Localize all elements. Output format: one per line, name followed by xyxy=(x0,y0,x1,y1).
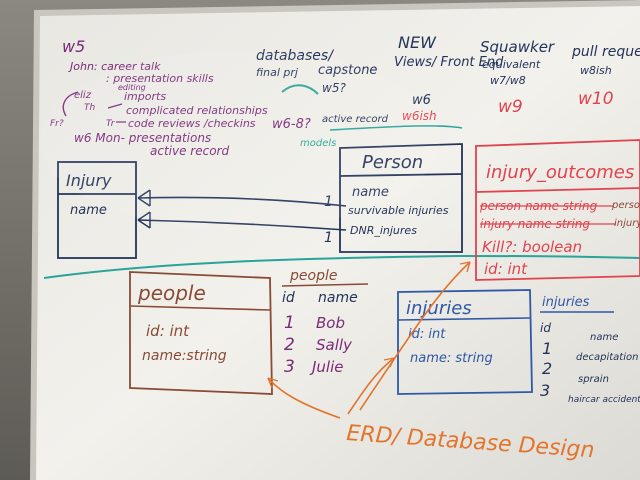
schedule-week: active record xyxy=(322,114,389,125)
notes-line: imports xyxy=(124,90,166,103)
person-box-field: survivable injuries xyxy=(348,204,449,217)
section-divider xyxy=(43,254,640,279)
people-table-cell: Sally xyxy=(316,336,353,354)
injury-outcomes-field: id: int xyxy=(484,260,528,278)
schedule-sub: final prj xyxy=(256,66,299,79)
injuries-table-cell: 1 xyxy=(542,339,552,358)
injuries-table: injuries id name 1 decapitation 2 sprain… xyxy=(540,295,640,405)
people-table-cell: 2 xyxy=(284,335,295,355)
schedule-title: Squawker xyxy=(480,38,555,56)
schedule-sub: Views/ Front End xyxy=(394,55,504,70)
injury-outcomes-overflow: injury xyxy=(614,218,640,229)
schedule-week: w6 xyxy=(412,93,431,108)
people-erd-box: people id: int name:string xyxy=(129,271,273,395)
relation-lines: 1 1 xyxy=(137,189,347,246)
injury-box-title: Injury xyxy=(66,171,112,190)
people-erd-field: id: int xyxy=(146,322,190,340)
schedule-week: w7/w8 xyxy=(490,74,526,87)
injuries-table-cell: haircar accident xyxy=(568,395,640,405)
notes-line: John: career talk xyxy=(68,60,161,73)
people-table-cell: Julie xyxy=(309,358,344,376)
injuries-table-title: injuries xyxy=(542,295,590,310)
injuries-erd-field: name: string xyxy=(410,351,493,366)
people-table-cell: Bob xyxy=(316,314,345,332)
injuries-table-header: id xyxy=(540,321,551,335)
injuries-table-cell: sprain xyxy=(578,374,609,385)
notes-line: code reviews /checkins xyxy=(128,117,256,130)
injury-outcomes-field: Kill?: boolean xyxy=(482,238,582,256)
person-box-field: name xyxy=(352,185,389,200)
injuries-erd-box: injuries id: int name: string xyxy=(397,289,533,395)
notes-line: : presentation skills xyxy=(106,72,214,85)
whiteboard xyxy=(36,6,640,480)
people-erd-field: name:string xyxy=(142,348,227,364)
notes-line: complicated relationships xyxy=(126,104,268,117)
injuries-table-cell: decapitation xyxy=(576,352,638,363)
people-table-title: people xyxy=(289,268,337,284)
injury-model-box: Injury name xyxy=(57,161,137,259)
relation-one-label: 1 xyxy=(324,230,333,246)
notes-w6-line: w6 Mon- presentations xyxy=(74,131,211,145)
schedule-week: w6-8? xyxy=(272,117,311,132)
notes-w5: w5 John: career talk : presentation skil… xyxy=(50,37,268,158)
injury-outcomes-title: injury_outcomes xyxy=(486,162,634,183)
glare xyxy=(40,50,440,230)
injury-outcomes-box: injury_outcomes person name string injur… xyxy=(475,139,640,281)
notes-w5-heading: w5 xyxy=(62,37,85,56)
people-table-cell: 3 xyxy=(284,357,295,377)
people-table-cell: 1 xyxy=(284,313,295,333)
injuries-erd-field: id: int xyxy=(408,327,446,342)
injuries-table-header: name xyxy=(590,332,618,343)
schedule-sub: w8ish xyxy=(580,64,612,77)
schedule-week-alt: w6ish xyxy=(402,109,437,123)
notes-line: Th xyxy=(84,103,95,113)
schedule-week-alt: w9 xyxy=(498,97,523,117)
people-table-header: name xyxy=(318,290,358,306)
schedule-title: NEW xyxy=(398,33,437,52)
notes-active-record: active record xyxy=(150,144,229,158)
schedule-title: pull reques xyxy=(571,44,640,60)
injury-outcomes-overflow: person xyxy=(611,200,640,211)
schedule-sub: w5? xyxy=(322,81,346,95)
notes-line: eliz xyxy=(74,90,92,101)
schedule-title: databases/ xyxy=(256,48,334,64)
schedule-sub: equivalent xyxy=(482,58,541,71)
people-table: people id name 1 Bob 2 Sally 3 Julie xyxy=(281,268,369,377)
schedule-title: capstone xyxy=(318,63,377,78)
erd-arrows xyxy=(267,261,471,419)
injury-box-field: name xyxy=(70,203,107,218)
notes-line: Tr xyxy=(106,119,116,129)
injuries-table-cell: 3 xyxy=(540,381,550,400)
schedule: databases/ final prj w6-8? capstone w5? … xyxy=(256,33,640,132)
injuries-table-cell: 2 xyxy=(542,359,552,378)
notes-line: editing xyxy=(118,83,146,92)
person-box-title: Person xyxy=(362,152,423,173)
relation-one-label: 1 xyxy=(324,194,333,210)
person-box-field: DNR_injures xyxy=(350,224,417,237)
person-model-box: Person name survivable injuries DNR_inju… xyxy=(339,143,463,253)
injuries-erd-title: injuries xyxy=(406,298,472,319)
models-label: models xyxy=(300,138,336,149)
schedule-week: w10 xyxy=(578,89,614,109)
people-erd-title: people xyxy=(137,281,206,305)
notes-line: Fr? xyxy=(50,119,64,129)
models-underline xyxy=(329,125,463,131)
people-table-header: id xyxy=(282,290,295,306)
